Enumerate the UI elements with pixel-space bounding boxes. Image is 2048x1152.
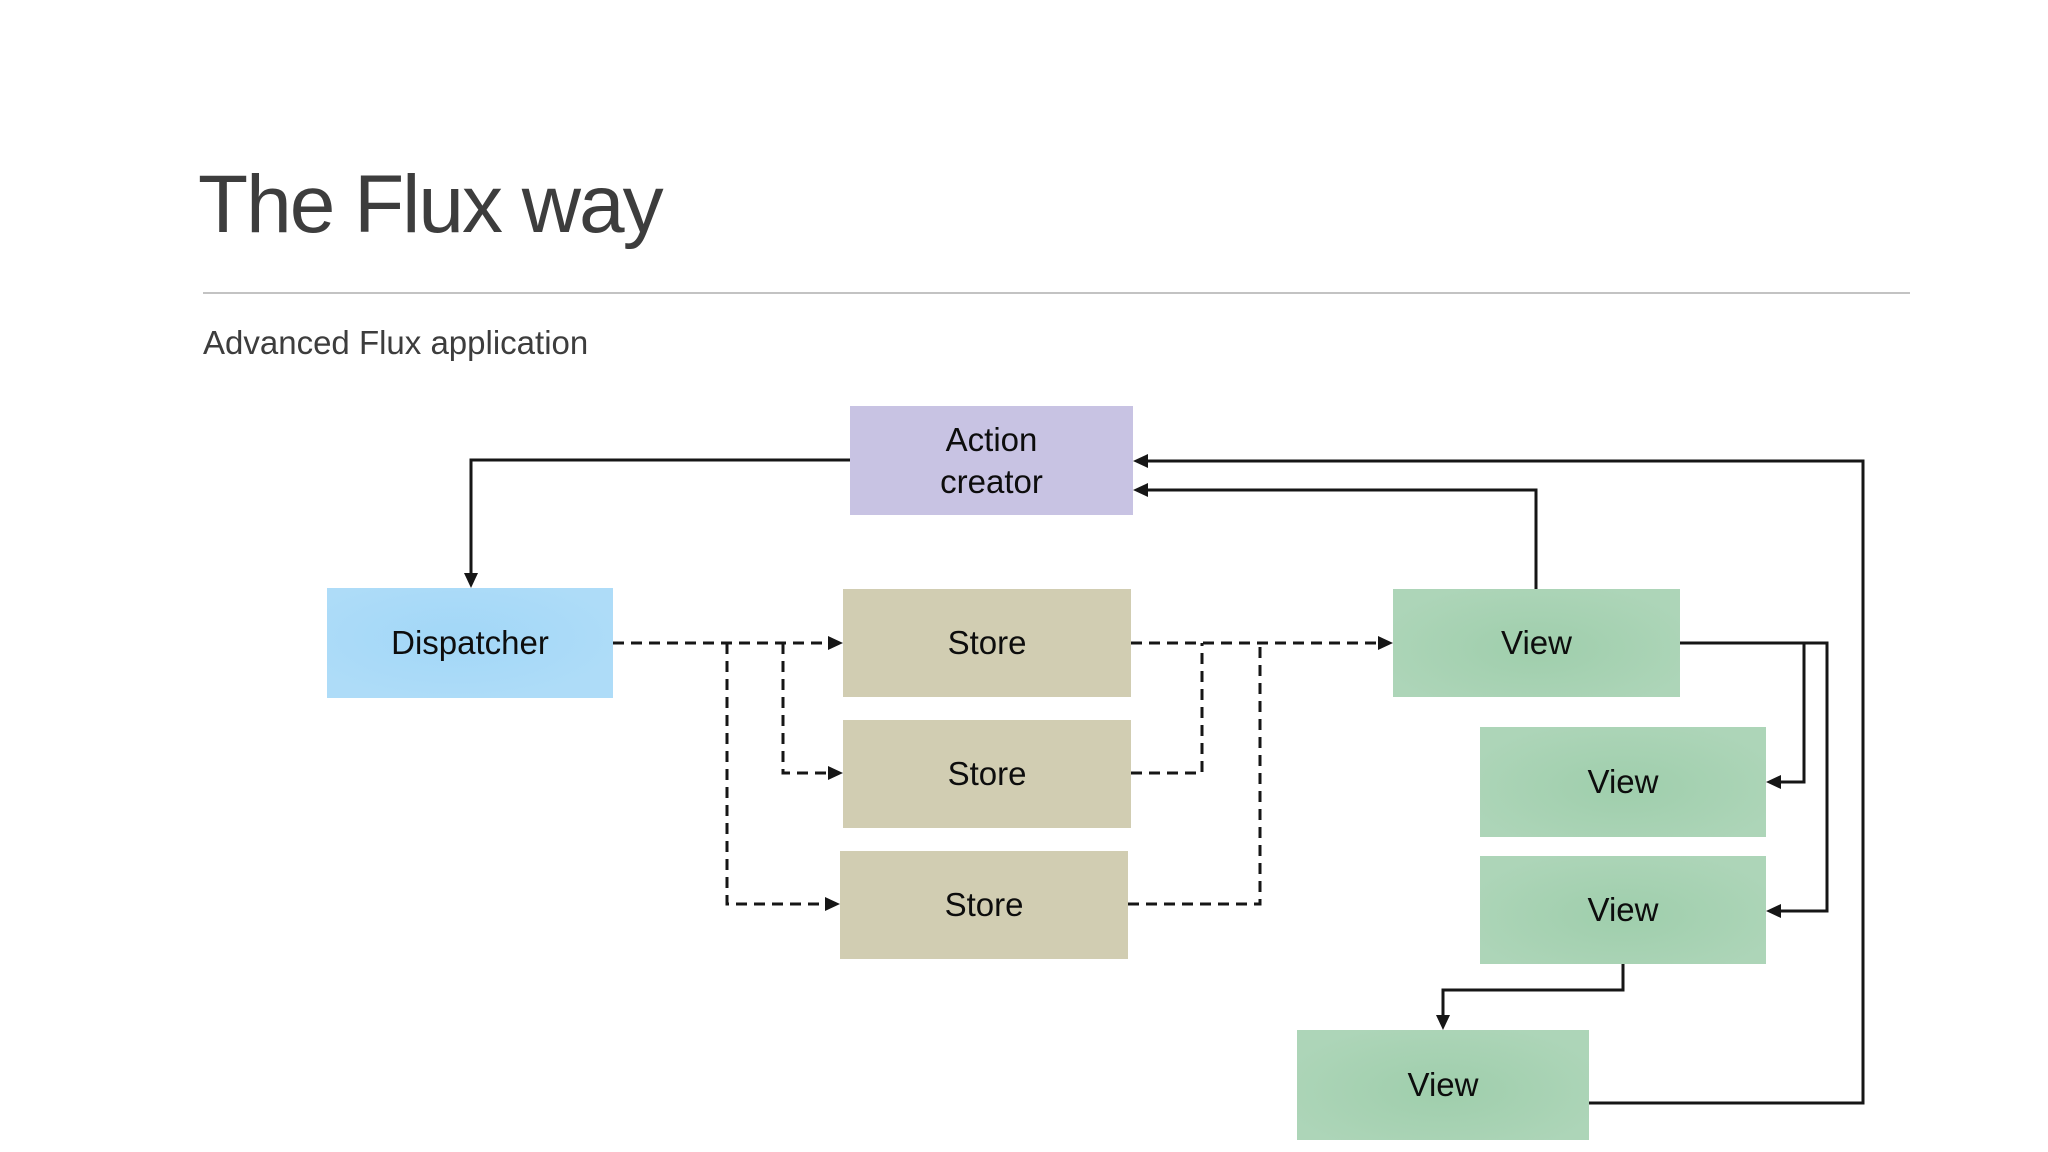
node-view-2-label: View [1587,763,1659,801]
node-store-2: Store [843,720,1131,828]
edge-store-3-to-view-1 [1128,643,1262,906]
edge-action-creator-to-dispatcher [464,458,850,588]
node-store-1: Store [843,589,1131,697]
node-view-4: View [1297,1030,1589,1140]
edge-view-3-to-view-4 [1436,964,1625,1030]
edge-dispatcher-to-store-3 [725,643,840,911]
node-view-2: View [1480,727,1766,837]
node-view-1: View [1393,589,1680,697]
node-store-3-label: Store [944,886,1024,924]
edge-view-4-to-action-creator [1133,454,1865,1105]
slide-title: The Flux way [198,159,664,250]
edge-dispatcher-to-store-2 [781,643,843,780]
edge-view-1-to-action-creator [1133,483,1538,589]
node-view-3-label: View [1587,891,1659,929]
node-dispatcher: Dispatcher [327,588,613,698]
edge-view-1-to-view-3 [1766,641,1829,918]
node-view-3: View [1480,856,1766,964]
slide-subtitle: Advanced Flux application [203,324,589,361]
edge-store-1-to-view-1 [1131,636,1393,650]
edge-store-2-to-view-1 [1131,643,1204,775]
node-action-creator: Action creator [850,406,1133,515]
title-divider [203,292,1910,294]
node-action-creator-label: Action creator [940,421,1043,500]
edge-view-1-to-view-2 [1680,641,1806,789]
node-store-1-label: Store [947,624,1027,662]
node-view-4-label: View [1407,1066,1479,1104]
node-store-3: Store [840,851,1128,959]
edge-dispatcher-to-store-1 [613,636,843,650]
node-view-1-label: View [1501,624,1572,662]
node-store-2-label: Store [947,755,1027,793]
node-dispatcher-label: Dispatcher [391,624,549,662]
